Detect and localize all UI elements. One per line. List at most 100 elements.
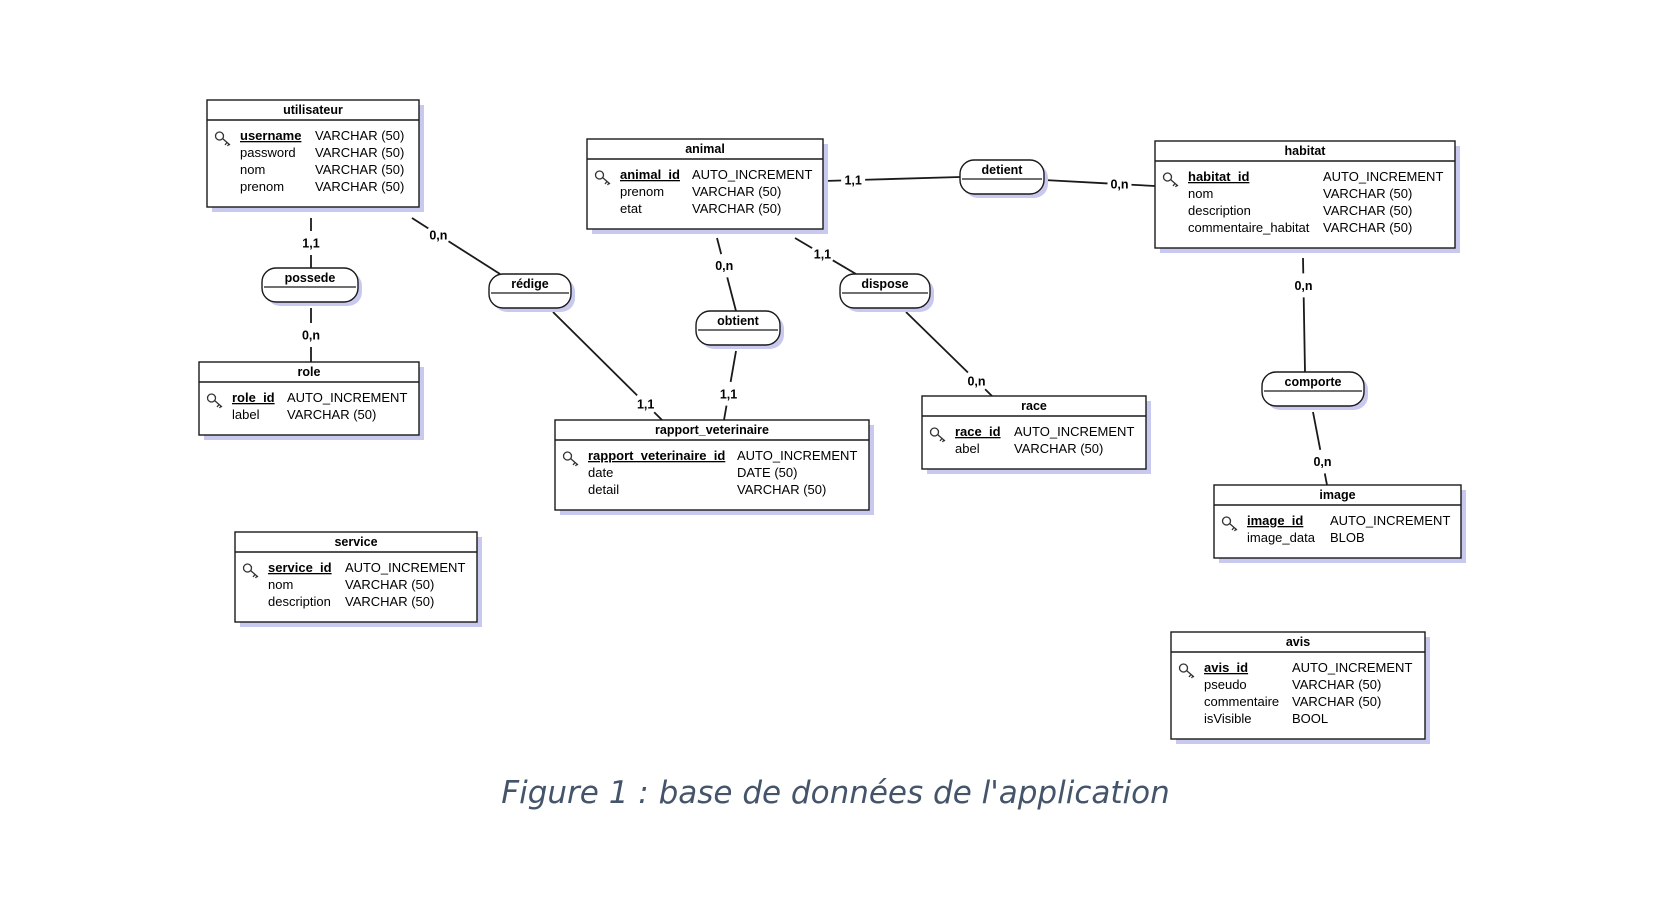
field-type: VARCHAR (50)	[737, 482, 826, 497]
relation-redige: rédige	[488, 273, 575, 312]
relation-comporte: comporte	[1261, 371, 1368, 410]
entity-box	[1154, 140, 1456, 249]
primary-key-field: image_id	[1247, 513, 1303, 528]
field-type: AUTO_INCREMENT	[287, 390, 407, 405]
field-type: AUTO_INCREMENT	[1323, 169, 1443, 184]
field-name: description	[268, 594, 331, 609]
field-type: VARCHAR (50)	[345, 577, 434, 592]
field-name: date	[588, 465, 613, 480]
primary-key-field: username	[240, 128, 301, 143]
relation-link	[905, 311, 969, 374]
field-name: nom	[268, 577, 293, 592]
cardinality-label: 0,n	[967, 374, 985, 388]
entity-title: animal	[685, 142, 725, 156]
cardinality-label: 0,n	[715, 259, 733, 273]
primary-key-field: avis_id	[1204, 660, 1248, 675]
field-name: image_data	[1247, 530, 1316, 545]
entity-title: habitat	[1285, 144, 1327, 158]
entity-title: avis	[1286, 635, 1310, 649]
relation-box	[261, 267, 359, 303]
field-type: VARCHAR (50)	[315, 145, 404, 160]
cardinality-label: 0,n	[1294, 279, 1312, 293]
key-icon	[242, 563, 259, 579]
field-type: VARCHAR (50)	[692, 201, 781, 216]
relation-box	[959, 159, 1045, 195]
cardinality-label: 1,1	[720, 387, 737, 401]
cardinality-label: 1,1	[637, 397, 654, 411]
relation-label: comporte	[1285, 375, 1342, 389]
key-icon	[1221, 516, 1238, 532]
cardinality-label: 0,n	[1110, 178, 1128, 192]
relation-link	[865, 176, 961, 181]
field-type: BLOB	[1330, 530, 1365, 545]
field-name: pseudo	[1204, 677, 1247, 692]
field-type: VARCHAR (50)	[692, 184, 781, 199]
cardinality-label: 0,n	[302, 329, 320, 343]
relation-link	[832, 259, 857, 275]
field-type: VARCHAR (50)	[1292, 694, 1381, 709]
primary-key-field: role_id	[232, 390, 275, 405]
relation-label: dispose	[861, 277, 908, 291]
entity-title: race	[1021, 399, 1047, 413]
field-name: commentaire_habitat	[1188, 220, 1310, 235]
field-name: etat	[620, 201, 642, 216]
entity-box	[1213, 484, 1462, 559]
relation-box	[488, 273, 572, 309]
relation-links	[310, 176, 1328, 486]
field-name: commentaire	[1204, 694, 1279, 709]
relation-link	[716, 237, 723, 255]
entity-title: role	[298, 365, 321, 379]
field-name: isVisible	[1204, 711, 1251, 726]
entity-title: utilisateur	[283, 103, 343, 117]
key-icon	[594, 170, 611, 186]
relation-link	[1131, 183, 1156, 187]
cardinality-label: 0,n	[1313, 455, 1331, 469]
field-type: VARCHAR (50)	[315, 128, 404, 143]
primary-key-field: animal_id	[620, 167, 680, 182]
field-name: nom	[240, 162, 265, 177]
entity-title: rapport_veterinaire	[655, 423, 769, 437]
relation-label: detient	[982, 163, 1024, 177]
key-icon	[929, 427, 946, 443]
entity-box	[198, 361, 420, 436]
field-type: AUTO_INCREMENT	[345, 560, 465, 575]
entity-box	[206, 99, 420, 208]
relation-link	[653, 411, 663, 421]
field-name: abel	[955, 441, 980, 456]
field-type: VARCHAR (50)	[1323, 203, 1412, 218]
relation-link	[1312, 411, 1322, 451]
field-name: nom	[1188, 186, 1213, 201]
relation-obtient: obtient	[695, 310, 784, 349]
relation-link	[729, 350, 737, 383]
field-name: description	[1188, 203, 1251, 218]
field-type: VARCHAR (50)	[287, 407, 376, 422]
field-type: AUTO_INCREMENT	[692, 167, 812, 182]
field-type: AUTO_INCREMENT	[1330, 513, 1450, 528]
relation-link	[726, 277, 737, 312]
field-name: prenom	[620, 184, 664, 199]
cardinality-label: 1,1	[844, 174, 861, 188]
field-type: AUTO_INCREMENT	[1014, 424, 1134, 439]
relation-link	[723, 405, 728, 421]
field-type: VARCHAR (50)	[1292, 677, 1381, 692]
relation-link	[794, 237, 813, 249]
key-icon	[1162, 172, 1179, 188]
relation-link	[552, 311, 638, 396]
entity-box	[554, 419, 870, 511]
field-type: VARCHAR (50)	[315, 179, 404, 194]
field-type: VARCHAR (50)	[1014, 441, 1103, 456]
key-icon	[562, 451, 579, 467]
field-type: VARCHAR (50)	[1323, 186, 1412, 201]
primary-key-field: habitat_id	[1188, 169, 1249, 184]
cardinality-label: 1,1	[302, 237, 319, 251]
